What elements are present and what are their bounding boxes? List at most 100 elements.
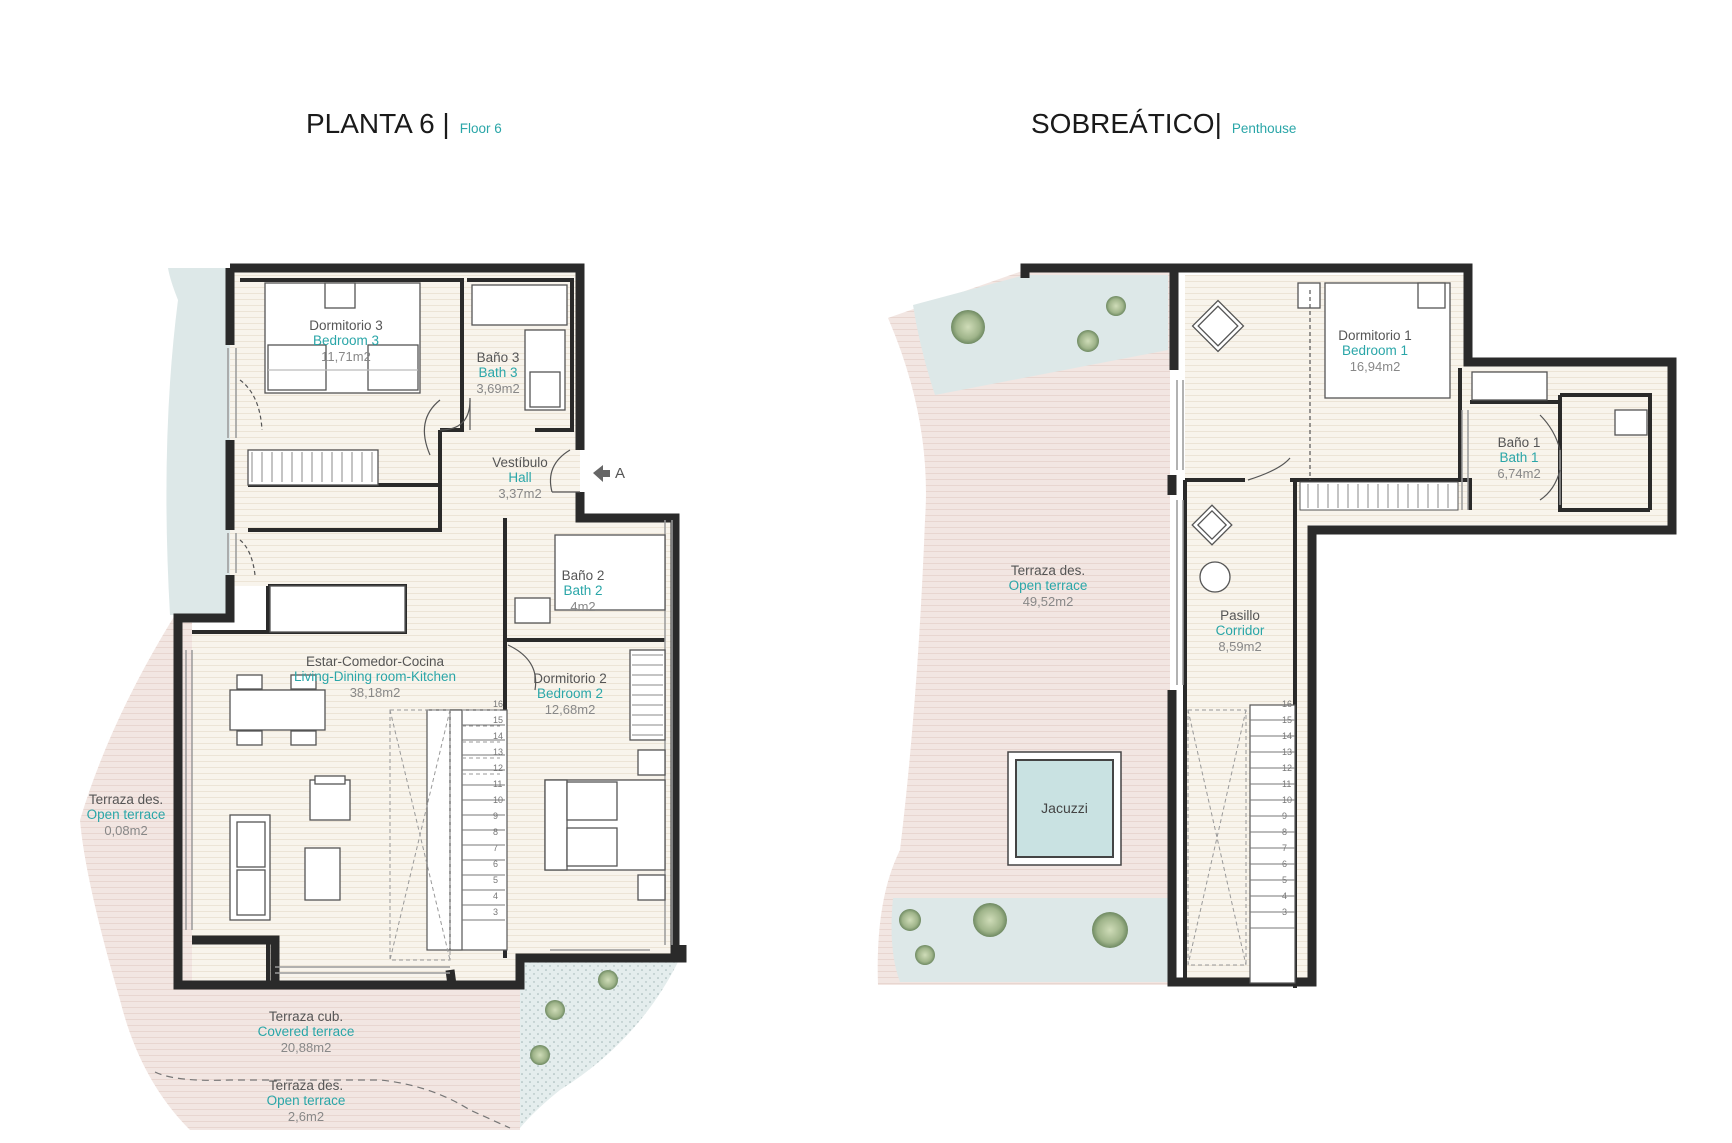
room-area: 4m2 — [570, 599, 595, 614]
room-label-open-terrace-bottom: Terraza des. Open terrace 2,6m2 — [267, 1078, 346, 1124]
stair-step-number: 8 — [493, 827, 498, 837]
floor6-planter-bottom — [520, 958, 680, 1128]
floor6-title-es: PLANTA 6 | — [306, 108, 450, 139]
room-name-en: Open terrace — [1009, 578, 1088, 593]
room-name-es: Vestíbulo — [492, 455, 548, 470]
plant-icon — [545, 1000, 565, 1020]
stair-step-number: 12 — [493, 763, 503, 773]
plant-icon — [1106, 296, 1126, 316]
room-name-en: Corridor — [1216, 623, 1265, 638]
room-label-living: Estar-Comedor-Cocina Living-Dining room-… — [294, 654, 456, 700]
room-name-es: Baño 3 — [477, 350, 520, 365]
stair-step-number: 5 — [1282, 875, 1287, 885]
room-name-es: Baño 2 — [562, 568, 605, 583]
stair-step-number: 7 — [493, 843, 498, 853]
room-name-es: Pasillo — [1220, 608, 1260, 623]
floor6-terrace-boundary — [154, 1071, 511, 1129]
room-name-es: Estar-Comedor-Cocina — [306, 654, 445, 669]
floor6-entrance-arrow — [593, 465, 610, 482]
penthouse-labels: Dormitorio 1 Bedroom 1 16,94m2 Baño 1 Ba… — [1009, 328, 1541, 654]
floor6-walls — [173, 263, 687, 990]
room-name-es: Terraza cub. — [269, 1009, 343, 1024]
room-name-es: Dormitorio 1 — [1338, 328, 1412, 343]
penthouse-walls — [1020, 263, 1677, 987]
room-name-en: Bedroom 3 — [313, 333, 379, 348]
room-name-en: Open terrace — [87, 807, 166, 822]
penthouse-interior-floor — [1185, 275, 1670, 985]
plant-icon — [899, 909, 921, 931]
plant-icon — [973, 903, 1007, 937]
room-area: 49,52m2 — [1023, 594, 1074, 609]
room-label-bedroom3: Dormitorio 3 Bedroom 3 11,71m2 — [309, 318, 383, 364]
room-name-en: Bath 3 — [478, 365, 517, 380]
room-area: 16,94m2 — [1350, 359, 1401, 374]
stair-step-number: 6 — [493, 859, 498, 869]
stair-step-number: 10 — [493, 795, 503, 805]
room-area: 3,37m2 — [498, 486, 541, 501]
floor6-title-en: Floor 6 — [459, 121, 502, 136]
room-area: 6,74m2 — [1497, 466, 1540, 481]
stair-step-number: 11 — [493, 779, 502, 789]
stair-step-number: 13 — [1282, 747, 1292, 757]
penthouse-doors — [1247, 290, 1561, 501]
penthouse-title: SOBREÁTICO| Penthouse — [1031, 108, 1296, 140]
floor6-labels: Dormitorio 3 Bedroom 3 11,71m2 Baño 3 Ba… — [87, 318, 607, 1124]
stair-step-number: 11 — [1282, 779, 1291, 789]
room-name-es: Dormitorio 2 — [533, 671, 607, 686]
penthouse-closet-hatch — [1299, 481, 1459, 511]
stair-step-number: 13 — [493, 747, 503, 757]
room-name-es: Baño 1 — [1498, 435, 1541, 450]
stair-step-number: 6 — [1282, 859, 1287, 869]
penthouse-title-en: Penthouse — [1231, 121, 1297, 136]
floor6-stair-hatch — [251, 452, 663, 736]
room-label-bath3: Baño 3 Bath 3 3,69m2 — [476, 350, 519, 396]
stair-step-number: 3 — [1282, 907, 1287, 917]
stair-step-number: 15 — [1282, 715, 1292, 725]
penthouse-planter-bottom — [891, 898, 1168, 982]
room-area: 0,08m2 — [104, 823, 147, 838]
room-label-terrace-side: Terraza des. Open terrace 0,08m2 — [87, 792, 166, 838]
floor6-terrace-area — [80, 615, 520, 1130]
room-label-bedroom2: Dormitorio 2 Bedroom 2 12,68m2 — [533, 671, 607, 717]
room-name-en: Bath 1 — [1499, 450, 1538, 465]
room-area: 2,6m2 — [288, 1109, 324, 1124]
room-name-en: Open terrace — [267, 1093, 346, 1108]
room-label-bath2: Baño 2 Bath 2 4m2 — [562, 568, 605, 614]
room-name-es: Terraza des. — [269, 1078, 343, 1093]
room-name-en: Living-Dining room-Kitchen — [294, 669, 456, 684]
room-area: 11,71m2 — [321, 349, 371, 364]
stair-step-number: 9 — [493, 811, 498, 821]
penthouse-planter-top — [913, 275, 1168, 395]
penthouse-furniture — [1191, 282, 1648, 593]
floor6-furniture — [229, 282, 666, 921]
stair-step-number: 12 — [1282, 763, 1292, 773]
penthouse-plants — [899, 296, 1128, 965]
room-label-open-terrace: Terraza des. Open terrace 49,52m2 — [1009, 563, 1088, 609]
stair-step-number: 7 — [1282, 843, 1287, 853]
penthouse-windows — [1176, 380, 1561, 685]
plant-icon — [915, 945, 935, 965]
stair-step-number: 5 — [493, 875, 498, 885]
room-name-en: Bedroom 2 — [537, 686, 603, 701]
room-area: 12,68m2 — [545, 702, 596, 717]
room-name-en: Bath 2 — [563, 583, 602, 598]
room-label-corridor: Pasillo Corridor 8,59m2 — [1216, 608, 1265, 654]
room-area: 38,18m2 — [350, 685, 401, 700]
room-area: 8,59m2 — [1218, 639, 1261, 654]
jacuzzi: Jacuzzi — [1007, 751, 1122, 866]
stair-step-number: 16 — [1282, 699, 1292, 709]
room-name-en: Covered terrace — [258, 1024, 355, 1039]
floor6-entrance-marker: A — [615, 465, 625, 482]
room-name-es: Terraza des. — [89, 792, 163, 807]
penthouse-title-es: SOBREÁTICO| — [1031, 108, 1222, 139]
room-name-en: Hall — [508, 470, 531, 485]
floor6-doors — [239, 379, 580, 691]
stair-step-number: 14 — [1282, 731, 1292, 741]
stair-step-number: 10 — [1282, 795, 1292, 805]
